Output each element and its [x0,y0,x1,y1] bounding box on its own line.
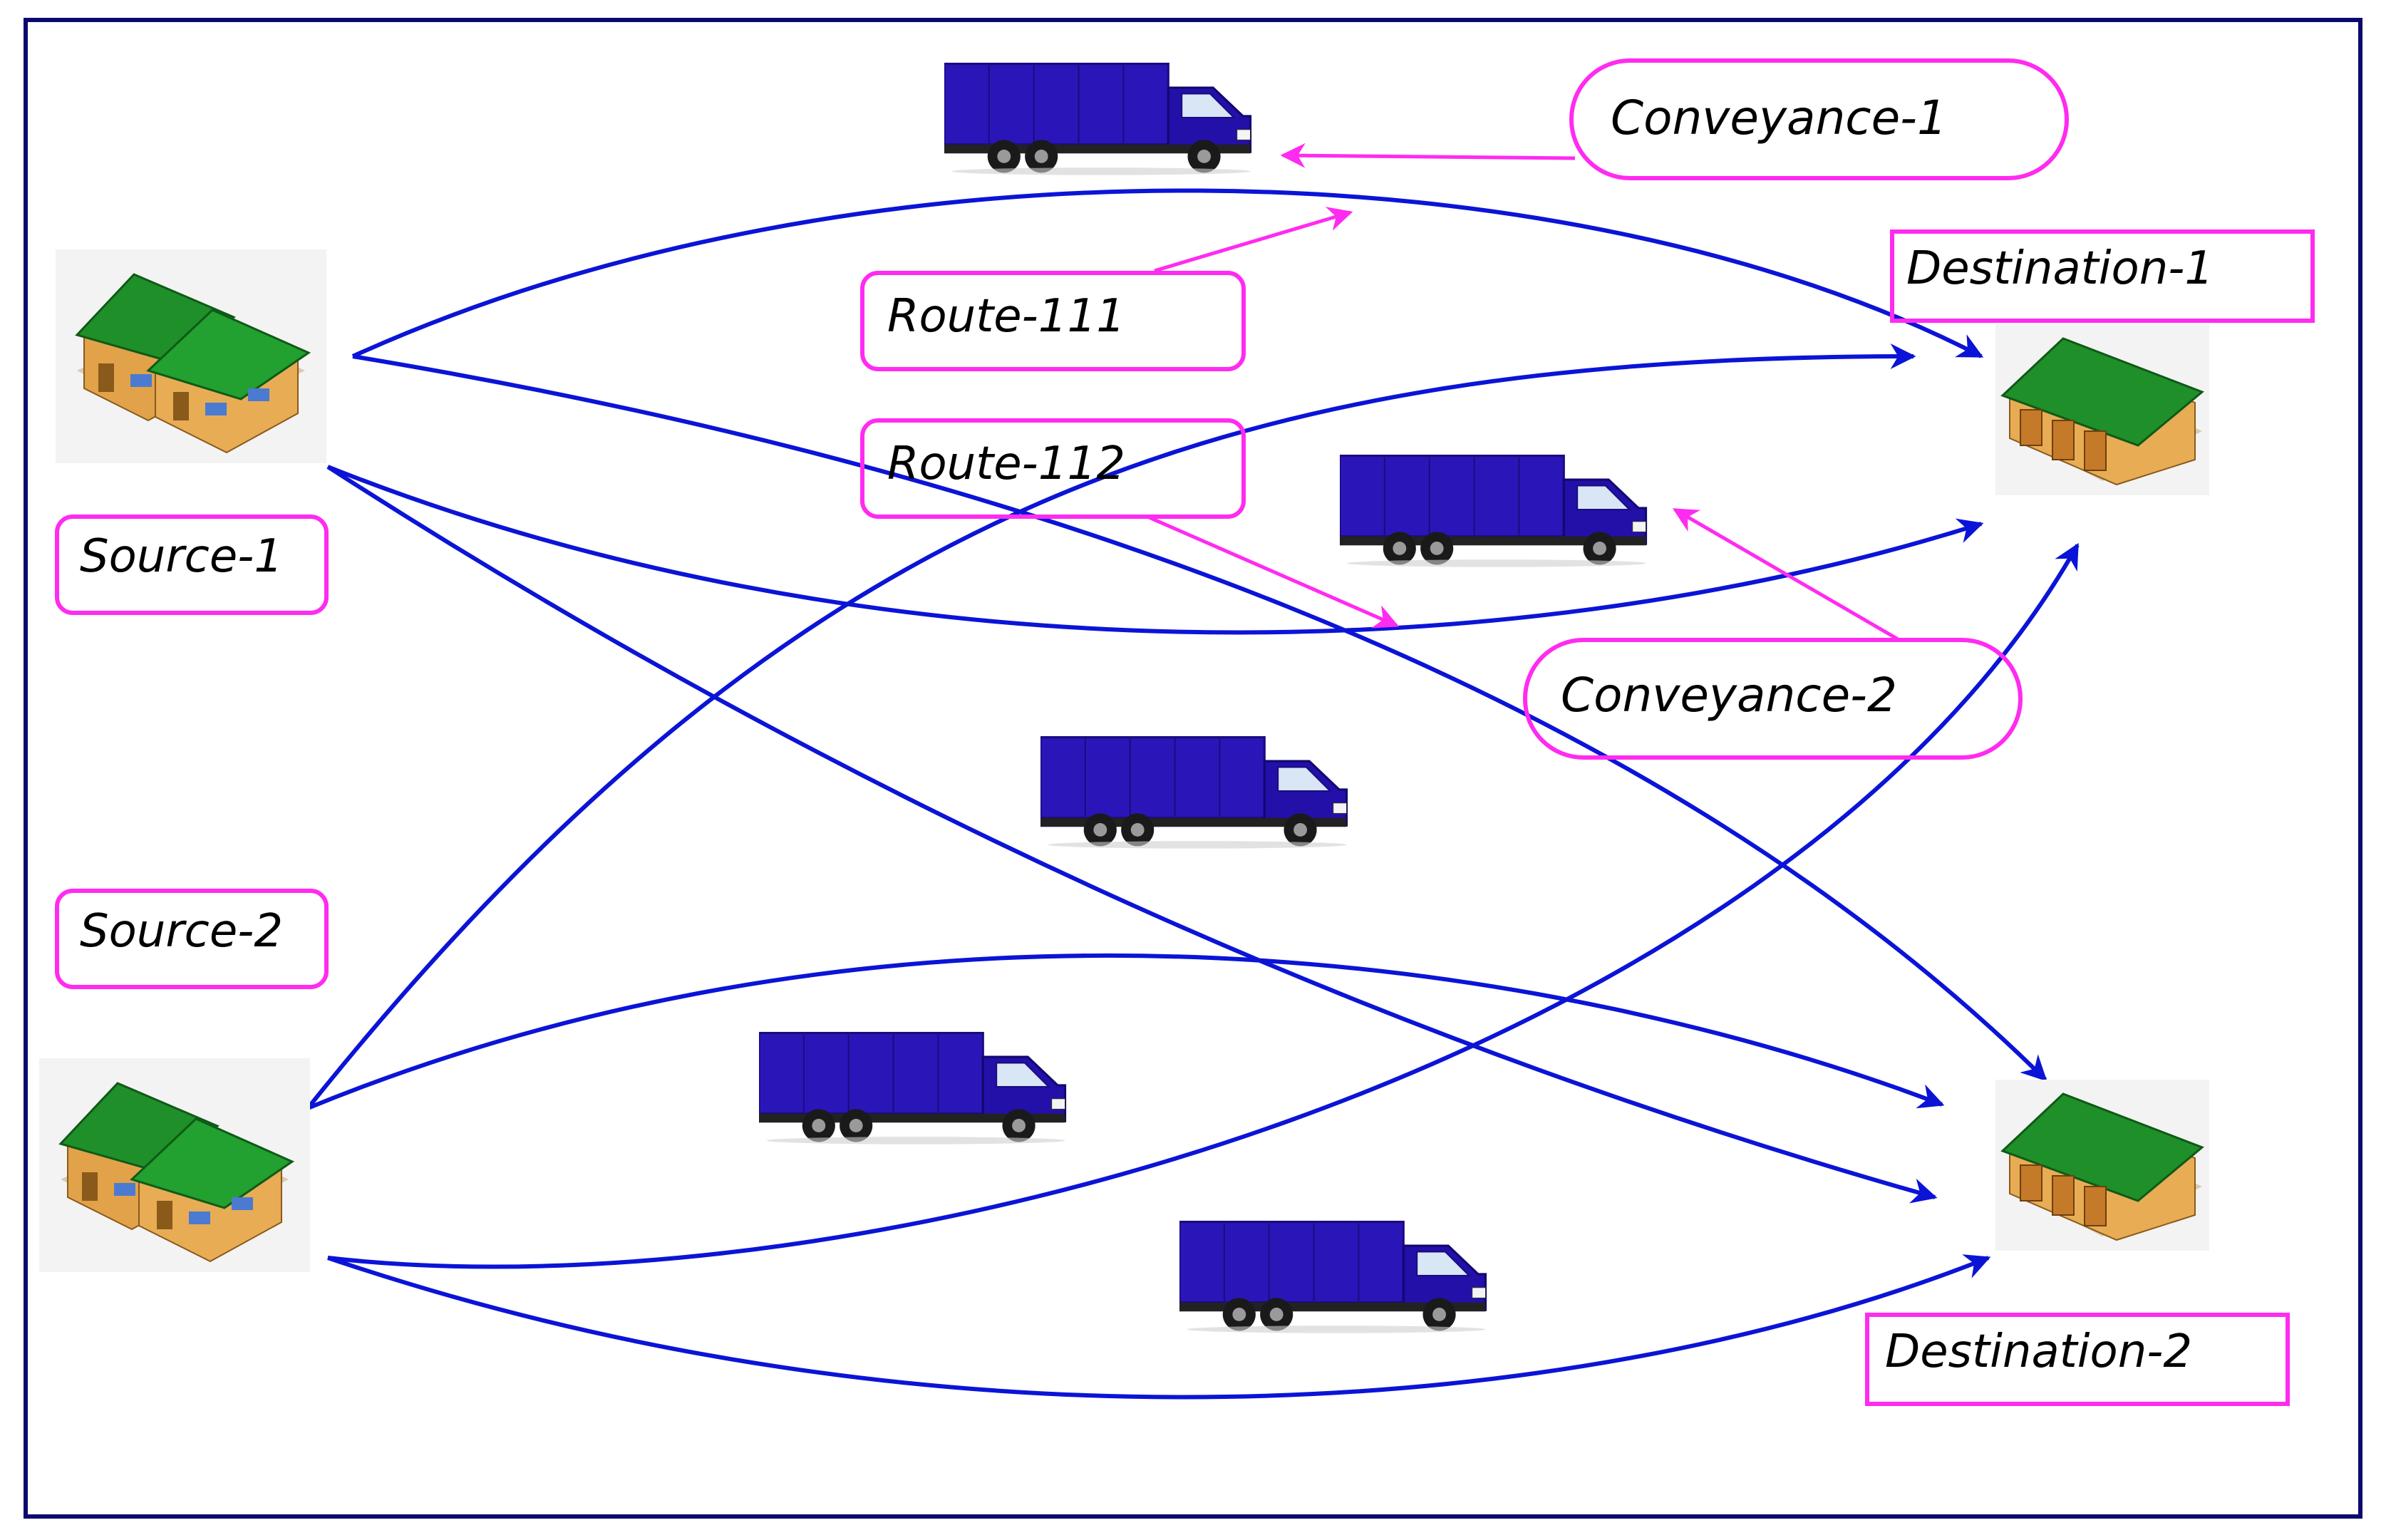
garage-icon [1995,324,2209,495]
callout-arrow-conveyance-2 [1672,507,1901,642]
route-s1-d1-upper [351,188,1984,358]
route-112-label-box [860,418,1246,519]
callout-arrow-route-112 [1146,515,1400,629]
conveyance-1-label-box [1569,58,2069,180]
destination-2-label: Destination-2 [1885,1325,2192,1378]
source-2-label: Source-2 [80,905,283,958]
route-s1-d2-cross [326,465,1938,1204]
route-111-label-box [860,271,1246,371]
callout-arrow-route-111 [1154,207,1353,273]
conveyance-1-label: Conveyance-1 [1611,91,1947,145]
route-s2-d1-cross [306,343,1916,1110]
warehouse-icon [56,249,326,463]
source-1-label: Source-1 [80,530,283,583]
route-s2-d2-lower [327,1254,1991,1400]
destination-1-label: Destination-1 [1906,242,2214,295]
source-1-label-box [55,515,329,615]
route-s2-d2-upper [306,953,1945,1110]
callout-arrow-conveyance-1 [1280,143,1576,168]
warehouse-icon [39,1058,310,1272]
route-s1-d2-lower [352,354,2047,1082]
route-s2-d1-long [327,542,2080,1269]
route-111-label: Route-111 [887,290,1125,343]
destination-1-label-box [1890,229,2315,323]
route-112-label: Route-112 [887,438,1125,490]
route-lines [306,188,2080,1400]
garage-icon [1995,1080,2209,1251]
destination-2-label-box [1865,1313,2290,1406]
conveyance-2-label: Conveyance-2 [1561,668,1897,723]
route-s1-d1-lower [326,465,1984,635]
labels: Conveyance-1 Destination-1 Route-111 Rou… [55,58,2315,1406]
conveyance-2-label-box [1523,638,2023,760]
source-2-label-box [55,889,329,989]
callout-arrows [1146,143,1901,642]
